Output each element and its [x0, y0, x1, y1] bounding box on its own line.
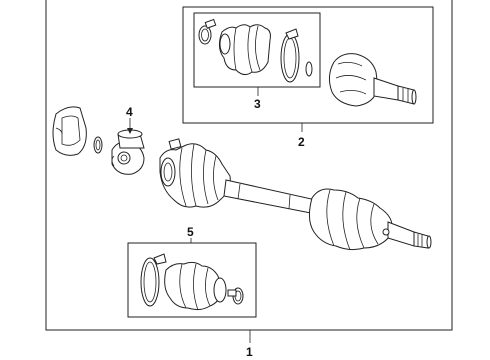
inner-large-clamp-icon — [140, 253, 167, 307]
main-assembly-frame — [45, 0, 453, 331]
inner-boot-kit-parts — [140, 253, 244, 311]
outer-cv-boot-icon — [218, 24, 271, 76]
spider-icon — [117, 129, 145, 149]
outer-boot-kit-parts — [198, 18, 313, 83]
outer-boot-kit-box — [193, 12, 321, 88]
outer-joint-kit-box — [182, 6, 434, 124]
inner-cv-boot-icon — [164, 261, 227, 311]
large-clamp-icon — [280, 28, 300, 83]
outer-cv-joint-icon — [328, 53, 417, 107]
inner-joint-housing-icon — [52, 106, 87, 156]
callout-1: 1 — [246, 345, 253, 359]
retaining-ring-icon — [305, 61, 313, 77]
inner-boot-kit-box — [127, 242, 257, 318]
snap-ring-icon — [93, 136, 103, 154]
axle-shaft-assembly-icon — [159, 138, 432, 251]
callout-3: 3 — [254, 97, 261, 111]
inner-small-clamp-icon — [227, 287, 244, 305]
callout-4-arrow-icon — [127, 128, 133, 134]
callout-4: 4 — [126, 105, 133, 119]
inner-joint-parts — [52, 106, 145, 175]
callout-5: 5 — [187, 225, 194, 239]
callout-2: 2 — [298, 135, 305, 149]
small-clamp-icon — [198, 18, 217, 45]
